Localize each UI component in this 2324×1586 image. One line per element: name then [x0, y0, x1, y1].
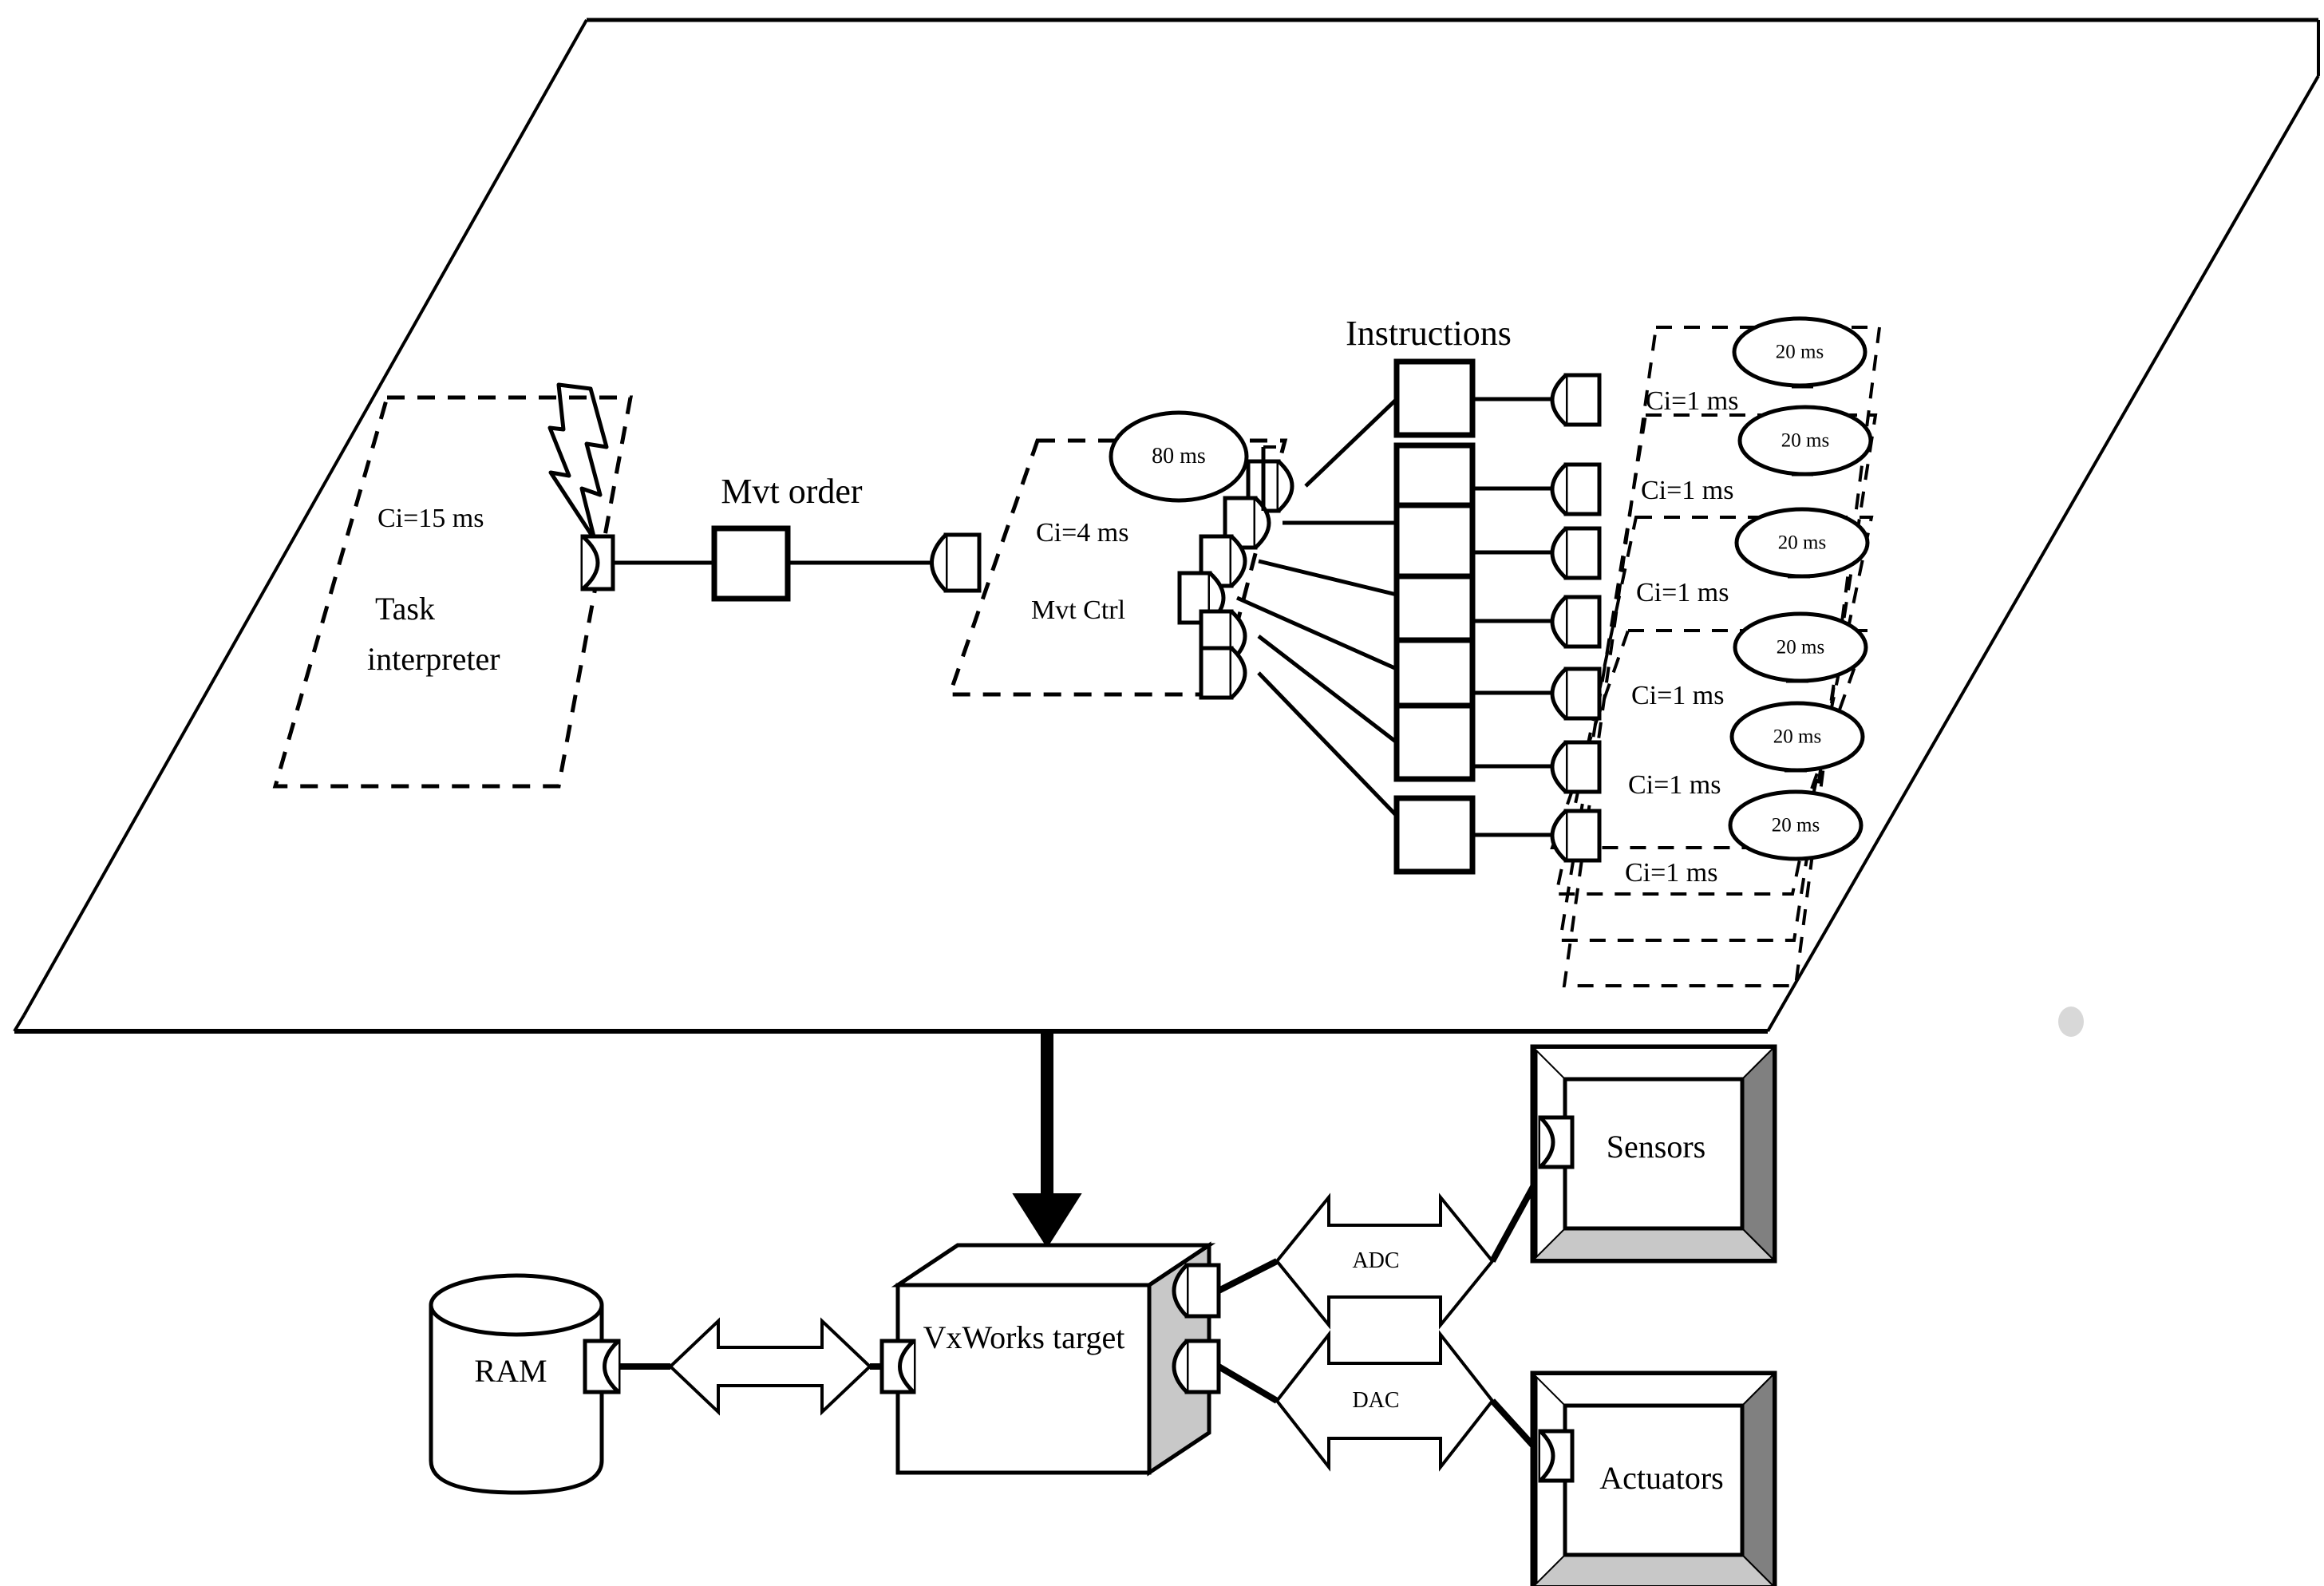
axis-2-period-label: 20 ms	[1781, 429, 1830, 452]
axis-1-period-label: 20 ms	[1775, 341, 1824, 363]
axis-5-period-label: 20 ms	[1773, 726, 1822, 748]
dac-bus-label: DAC	[1352, 1388, 1400, 1413]
task-interpreter-port	[580, 534, 714, 591]
ram-bus-arrow	[668, 1317, 910, 1416]
axis-period-ellipses	[1728, 316, 1873, 861]
mvt-ctrl-output-ports	[1177, 445, 1294, 700]
adc-link	[1217, 1157, 1551, 1330]
task-interpreter-boundary	[272, 395, 634, 789]
dac-link	[1216, 1330, 1551, 1472]
task-interpreter-name-line2: interpreter	[367, 641, 500, 677]
instructions-label: Instructions	[1346, 314, 1512, 353]
mvt-ctrl-ci-label: Ci=4 ms	[1036, 518, 1129, 548]
software-plane-outline	[13, 18, 2320, 1034]
axis-2-ci-label: Ci=1 ms	[1641, 476, 1734, 505]
scan-smudge-artifact	[2058, 1007, 2084, 1037]
mvt-ctrl-period-ellipse	[1109, 410, 1249, 503]
axis-3-period-label: 20 ms	[1777, 532, 1827, 554]
axis-6-ci-label: Ci=1 ms	[1625, 858, 1718, 888]
mvt-order-interface-box	[711, 525, 938, 602]
task-interpreter-ci-label: Ci=15 ms	[377, 504, 484, 533]
axis-1-ci-label: Ci=1 ms	[1646, 386, 1739, 416]
axis-6-period-label: 20 ms	[1771, 814, 1820, 837]
sensors-label: Sensors	[1606, 1129, 1706, 1165]
ram-node	[429, 1273, 670, 1495]
deployment-arrow	[1012, 1031, 1082, 1248]
mvt-ctrl-name-label: Mvt Ctrl	[1031, 595, 1126, 625]
ram-label: RAM	[474, 1353, 547, 1389]
actuators-node	[1530, 1370, 1777, 1586]
vxworks-target-node	[879, 1241, 1221, 1477]
axis-4-ci-label: Ci=1 ms	[1631, 681, 1725, 710]
vxworks-target-label: VxWorks target	[923, 1319, 1125, 1355]
adc-bus-label: ADC	[1352, 1248, 1400, 1273]
axis-4-period-label: 20 ms	[1776, 636, 1825, 659]
sensors-node	[1530, 1044, 1777, 1264]
instruction-boxes	[1393, 358, 1476, 875]
instruction-fanout-links	[1235, 397, 1398, 817]
axis-ports	[1550, 373, 1602, 863]
axis-3-ci-label: Ci=1 ms	[1636, 578, 1729, 607]
mvt-order-label: Mvt order	[721, 472, 863, 511]
axis-5-ci-label: Ci=1 ms	[1628, 770, 1721, 800]
instruction-to-axis-links	[1472, 397, 1566, 837]
task-interpreter-name-line1: Task	[375, 591, 435, 627]
lightning-bolt-icon	[547, 382, 609, 542]
mvt-ctrl-port	[930, 532, 982, 593]
actuators-label: Actuators	[1599, 1460, 1724, 1496]
mvt-ctrl-period-label: 80 ms	[1152, 444, 1206, 469]
